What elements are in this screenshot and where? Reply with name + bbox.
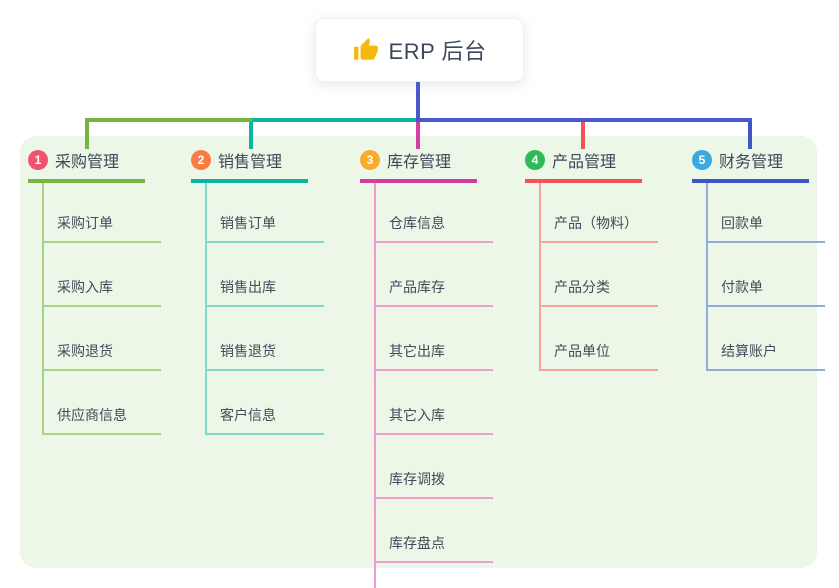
sub-item[interactable]: 供应商信息: [44, 371, 161, 435]
branch-5-node: 5 财务管理 回款单付款单结算账户: [692, 148, 825, 371]
branch-number-badge: 3: [360, 150, 380, 170]
sub-item[interactable]: 仓库信息: [376, 183, 493, 243]
sub-item[interactable]: 销售订单: [207, 183, 324, 243]
branch-2-node: 2 销售管理 销售订单销售出库销售退货客户信息: [191, 148, 324, 435]
sub-item[interactable]: 其它出库: [376, 307, 493, 371]
drop-line-branch-4: [581, 122, 585, 149]
branch-title-label: 产品管理: [552, 154, 617, 171]
sub-item[interactable]: 销售出库: [207, 243, 324, 307]
branch-title[interactable]: 5 财务管理: [692, 148, 809, 183]
branch-number-badge: 2: [191, 150, 211, 170]
branch-title[interactable]: 3 库存管理: [360, 148, 477, 183]
sub-item[interactable]: 出库库明细: [376, 563, 493, 588]
sub-item[interactable]: 采购入库: [44, 243, 161, 307]
drop-line-branch-2: [249, 122, 253, 149]
drop-line-branch-3: [416, 122, 420, 149]
branch-title[interactable]: 1 采购管理: [28, 148, 145, 183]
root-node-label: ERP 后台: [388, 39, 487, 64]
drop-line-branch-5: [748, 122, 752, 149]
branch-children: 销售订单销售出库销售退货客户信息: [205, 183, 324, 435]
branch-number-badge: 4: [525, 150, 545, 170]
branch-children: 仓库信息产品库存其它出库其它入库库存调拨库存盘点出库库明细: [374, 183, 493, 588]
sub-item[interactable]: 采购退货: [44, 307, 161, 371]
branch-title[interactable]: 2 销售管理: [191, 148, 308, 183]
rail-segment-teal: [252, 118, 416, 122]
branch-title-label: 财务管理: [719, 154, 784, 171]
sub-item[interactable]: 销售退货: [207, 307, 324, 371]
branch-title-label: 库存管理: [387, 154, 452, 171]
branch-children: 回款单付款单结算账户: [706, 183, 825, 371]
thumbs-up-icon: [353, 38, 378, 60]
rail-segment-green: [85, 118, 252, 122]
sub-item[interactable]: 采购订单: [44, 183, 161, 243]
branches-panel: [20, 136, 817, 568]
branch-4-node: 4 产品管理 产品（物料）产品分类产品单位: [525, 148, 658, 371]
trunk-line: [416, 82, 420, 122]
sub-item[interactable]: 库存调拨: [376, 435, 493, 499]
sub-item[interactable]: 产品库存: [376, 243, 493, 307]
sub-item[interactable]: 产品单位: [541, 307, 658, 371]
sub-item[interactable]: 结算账户: [708, 307, 825, 371]
drop-line-branch-1: [85, 122, 89, 149]
branch-children: 采购订单采购入库采购退货供应商信息: [42, 183, 161, 435]
sub-item[interactable]: 付款单: [708, 243, 825, 307]
sub-item[interactable]: 回款单: [708, 183, 825, 243]
branch-1-node: 1 采购管理 采购订单采购入库采购退货供应商信息: [28, 148, 161, 435]
branch-title[interactable]: 4 产品管理: [525, 148, 642, 183]
sub-item[interactable]: 客户信息: [207, 371, 324, 435]
rail-segment-blue: [416, 118, 752, 122]
branch-title-label: 采购管理: [55, 154, 120, 171]
branch-number-badge: 5: [692, 150, 712, 170]
sub-item[interactable]: 产品分类: [541, 243, 658, 307]
branch-number-badge: 1: [28, 150, 48, 170]
sub-item[interactable]: 其它入库: [376, 371, 493, 435]
branch-children: 产品（物料）产品分类产品单位: [539, 183, 658, 371]
sub-item[interactable]: 产品（物料）: [541, 183, 658, 243]
sub-item[interactable]: 库存盘点: [376, 499, 493, 563]
branch-title-label: 销售管理: [218, 154, 283, 171]
root-node[interactable]: ERP 后台: [315, 18, 524, 82]
branch-3-node: 3 库存管理 仓库信息产品库存其它出库其它入库库存调拨库存盘点出库库明细: [360, 148, 493, 588]
